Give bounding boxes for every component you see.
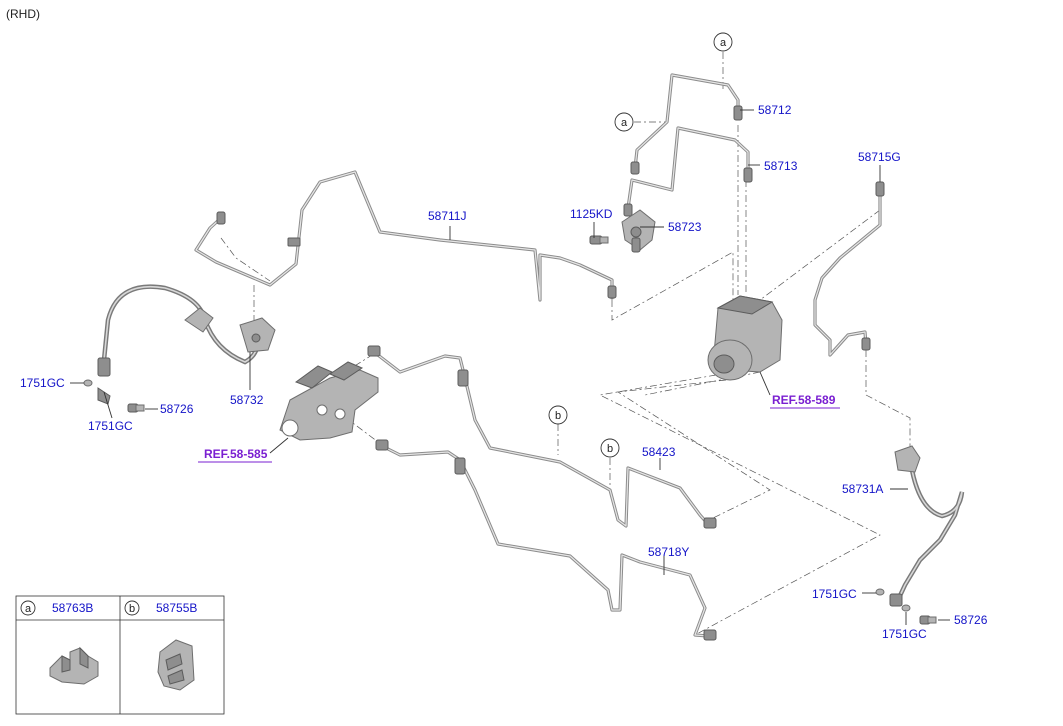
legend-b-header: b 58755B [124, 600, 197, 616]
hose-right [889, 445, 965, 607]
label-1751GC-right-b: 1751GC [882, 627, 927, 641]
master-cylinder [279, 361, 379, 441]
variant-note: (RHD) [6, 7, 40, 21]
legend-a-header: a 58763B [20, 600, 93, 616]
svg-text:58755B: 58755B [156, 601, 197, 615]
svg-text:REF.58-585: REF.58-585 [204, 447, 268, 461]
label-58712: 58712 [758, 103, 792, 117]
svg-text:a: a [25, 603, 32, 615]
label-58726-right: 58726 [954, 613, 988, 627]
bolt-58726-right [919, 615, 937, 625]
label-58711J: 58711J [428, 209, 466, 223]
clip-1751GC-right [875, 588, 911, 612]
svg-text:b: b [607, 443, 613, 455]
callout-a-top: a [713, 32, 733, 52]
tube-58718Y [375, 439, 717, 641]
svg-text:a: a [621, 117, 628, 129]
label-58718Y: 58718Y [648, 545, 689, 559]
tube-to-58423 [367, 345, 717, 529]
callout-b-first: b [548, 405, 568, 425]
label-1125KD: 1125KD [570, 207, 613, 221]
svg-text:58763B: 58763B [52, 601, 93, 615]
clip-58763B-illustration [49, 646, 99, 685]
svg-text:a: a [720, 37, 727, 49]
label-58731A: 58731A [842, 482, 883, 496]
label-1751GC-left-b: 1751GC [88, 419, 133, 433]
label-58423: 58423 [642, 445, 676, 459]
phantom-lines [220, 52, 911, 637]
label-1751GC-left-a: 1751GC [20, 376, 65, 390]
abs-unit [707, 295, 783, 381]
svg-text:REF.58-589: REF.58-589 [772, 393, 836, 407]
label-58723: 58723 [668, 220, 702, 234]
ref-master-cylinder[interactable]: REF.58-585 [198, 447, 272, 463]
label-58715G: 58715G [858, 150, 901, 164]
tube-58711J [194, 170, 617, 302]
svg-text:b: b [129, 603, 135, 615]
clip-1751GC-left [83, 379, 111, 405]
label-1751GC-right-a: 1751GC [812, 587, 857, 601]
tube-58712 [630, 73, 743, 175]
leader-lines [70, 109, 950, 625]
label-58732: 58732 [230, 393, 264, 407]
label-58713: 58713 [764, 159, 798, 173]
bracket-58723 [621, 209, 656, 253]
clip-58755B-illustration [157, 639, 195, 691]
legend-table: a 58763B b 58755B [15, 595, 225, 715]
hose-left [97, 284, 276, 377]
ref-abs-unit[interactable]: REF.58-589 [770, 393, 840, 409]
svg-text:b: b [555, 410, 561, 422]
callout-a-mid: a [614, 112, 634, 132]
tube-58715G [813, 181, 885, 357]
tube-58713 [623, 126, 753, 217]
bolt-1125KD [589, 235, 609, 245]
callout-b-second: b [600, 438, 620, 458]
bolt-58726-left [127, 403, 145, 413]
label-58726-left: 58726 [160, 402, 194, 416]
